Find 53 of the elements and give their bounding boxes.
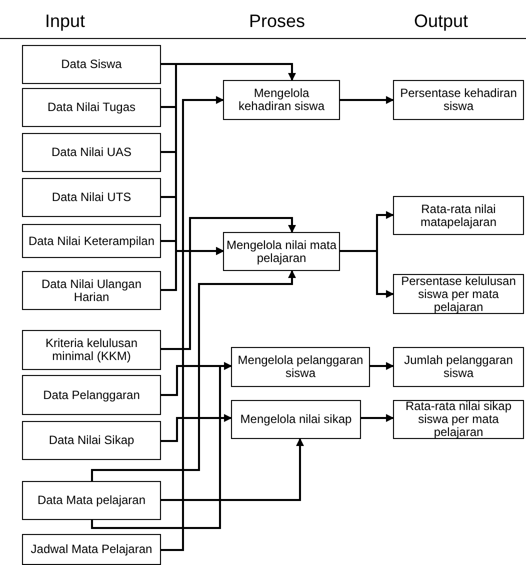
- box-text: Jadwal Mata Pelajaran: [30, 543, 152, 556]
- process-box: [22, 271, 161, 310]
- box-text: Data Siswa: [61, 58, 122, 71]
- box-text: Persentase kehadiran siswa: [399, 87, 518, 113]
- column-heading: Output: [414, 10, 468, 32]
- arrow: [91, 270, 296, 481]
- box-text: Data Nilai UTS: [52, 191, 132, 204]
- arrow: [161, 438, 304, 501]
- arrow: [370, 362, 394, 370]
- process-box: [393, 400, 524, 439]
- box-text: Mengelola nilai mata pelajaran: [226, 238, 337, 264]
- process-box: [393, 196, 524, 235]
- box-text: Persentase kelulusan siswa per mata pelajaran: [400, 274, 517, 314]
- process-box: [231, 400, 361, 439]
- arrow: [161, 362, 232, 396]
- process-box: [22, 224, 161, 258]
- box-text: Kriteria kelulusan minimal (KKM): [44, 337, 139, 363]
- process-box: [231, 347, 370, 387]
- arrow: [161, 247, 224, 291]
- arrow: [340, 250, 394, 298]
- box-text: Data Nilai Tugas: [47, 101, 136, 114]
- process-box: [22, 178, 161, 217]
- process-box: [22, 88, 161, 127]
- arrow: [161, 96, 224, 551]
- box-text: Rata-rata nilai sikap siswa per mata pelajaran: [404, 400, 513, 439]
- box-text: Mengelola pelanggaran siswa: [236, 354, 364, 380]
- arrow: [161, 414, 232, 442]
- box-text: Data Pelanggaran: [43, 388, 140, 402]
- box-text: Data Mata pelajaran: [37, 494, 146, 507]
- arrow: [340, 96, 394, 104]
- column-heading: Input: [44, 10, 86, 32]
- process-box: [22, 534, 161, 565]
- box-text: Data Nilai Ulangan Harian: [40, 278, 143, 304]
- box-text: Jumlah pelanggaran siswa: [403, 354, 514, 380]
- box-text: Rata-rata nilai matapelajaran: [419, 202, 498, 228]
- process-box: [22, 45, 161, 84]
- process-box: [223, 80, 340, 120]
- column-heading: Proses: [248, 10, 306, 32]
- process-box: [22, 330, 161, 370]
- box-text: Data Nilai UAS: [51, 146, 132, 159]
- process-box: [393, 347, 524, 387]
- process-box: [22, 481, 161, 520]
- arrow: [161, 217, 296, 350]
- arrow: [361, 414, 394, 422]
- process-box: [22, 421, 161, 460]
- box-text: Data Nilai Sikap: [48, 434, 134, 447]
- box-text: Mengelola nilai sikap: [240, 413, 352, 426]
- process-box: [223, 232, 340, 271]
- process-box: [393, 80, 524, 120]
- box-text: Mengelola kehadiran siswa: [237, 87, 326, 113]
- process-box: [22, 133, 161, 172]
- box-text: Data Nilai Keterampilan: [28, 234, 155, 248]
- process-box: [22, 375, 161, 415]
